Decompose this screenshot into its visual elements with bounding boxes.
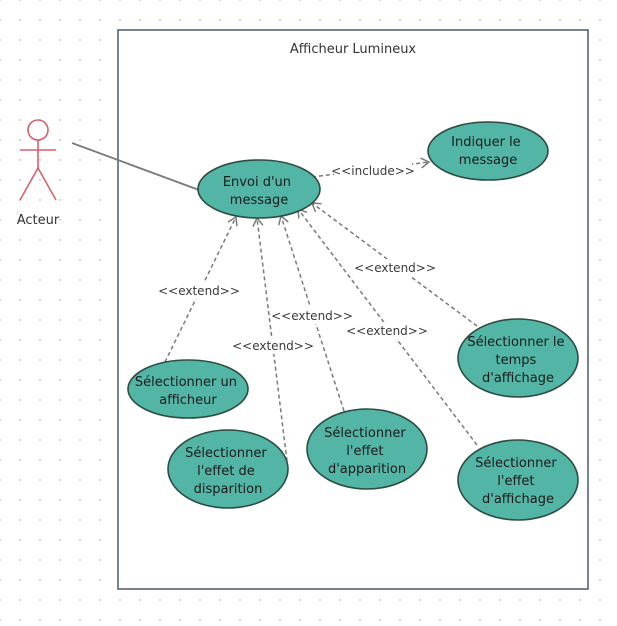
usecase-apparition-label: Sélectionner l'effet d'apparition: [324, 426, 410, 477]
usecase-effet-disparition[interactable]: [167, 429, 289, 509]
association-line[interactable]: [71, 142, 200, 191]
usecase-indiquer-label: Indiquer le message: [451, 135, 525, 168]
usecase-envoi-label: Envoi d'un message: [223, 175, 295, 208]
extend-connector-apparition[interactable]: [277, 214, 345, 412]
usecase-selectionner-afficheur[interactable]: [127, 359, 249, 419]
actor-right-leg: [37, 167, 57, 201]
usecase-effet-apparition[interactable]: [306, 408, 428, 490]
extend-label-bg: [161, 282, 237, 299]
usecase-indiquer-message[interactable]: [427, 121, 549, 181]
actor-label: Acteur: [17, 213, 60, 228]
actor-head: [27, 119, 49, 141]
extend-label-apparition: <<extend>>: [271, 309, 353, 323]
extend-label-bg: [274, 307, 350, 324]
include-label-bg: [334, 162, 412, 179]
usecase-disparition-label: Sélectionner l'effet de disparition: [185, 446, 271, 497]
usecase-temps-label: Sélectionner le temps d'affichage: [467, 335, 568, 386]
extend-label-afficheur: <<extend>>: [158, 284, 240, 298]
extend-label-disparition: <<extend>>: [232, 339, 314, 353]
extend-label-bg: [357, 259, 433, 276]
actor[interactable]: [19, 119, 57, 201]
extend-label-temps: <<extend>>: [354, 261, 436, 275]
extend-label-bg: [349, 322, 425, 339]
usecase-afficheur-label: Sélectionner un afficheur: [135, 375, 241, 408]
usecase-envoi-message[interactable]: [197, 159, 321, 219]
system-title: Afficheur Lumineux: [290, 42, 417, 57]
usecase-effet-affichage[interactable]: [457, 439, 579, 521]
actor-left-leg: [19, 167, 39, 201]
extend-connector-temps[interactable]: [310, 202, 478, 327]
usecase-effet-affichage-label: Sélectionner l'effet d'affichage: [475, 456, 561, 507]
extend-label-bg: [235, 337, 311, 354]
include-label: <<include>>: [331, 164, 415, 178]
usecase-temps-affichage[interactable]: [457, 318, 579, 398]
extend-label-effet-affichage: <<extend>>: [346, 324, 428, 338]
